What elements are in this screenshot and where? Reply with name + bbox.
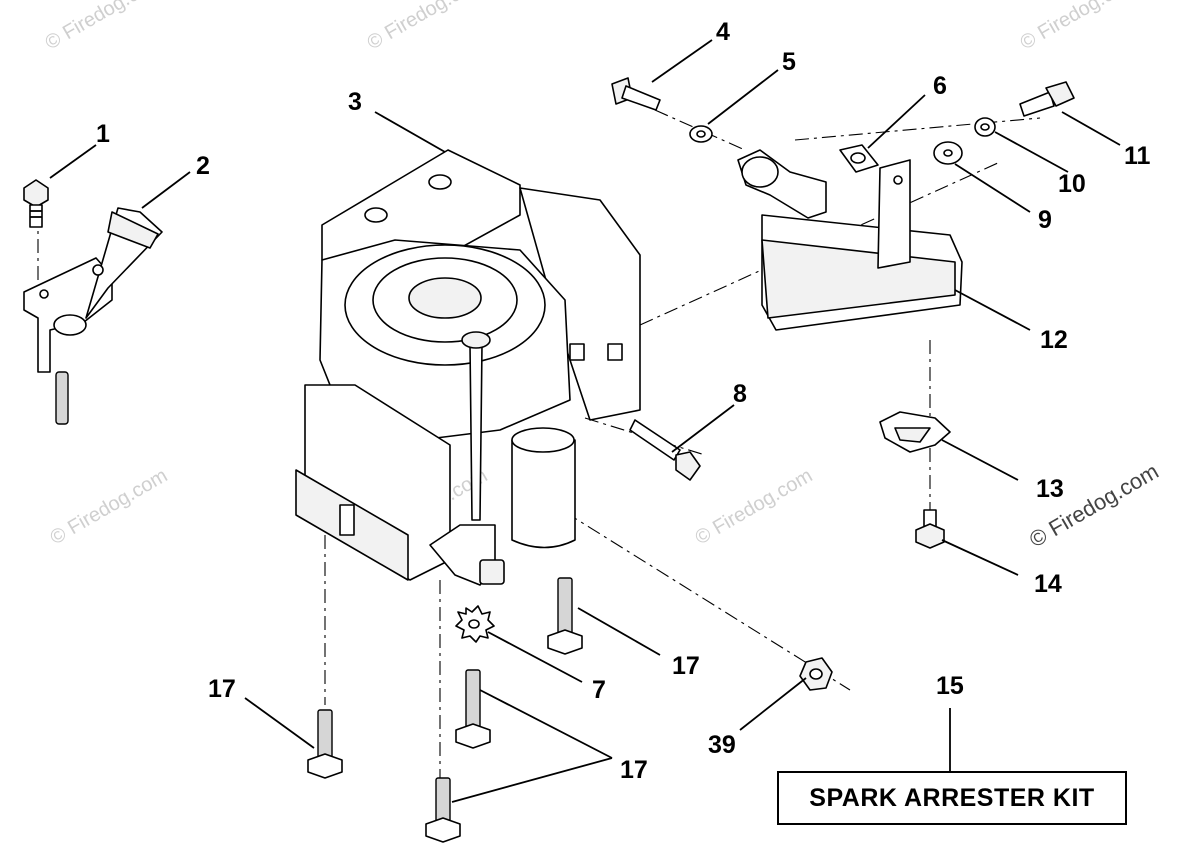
callout-6: 6	[933, 72, 947, 100]
engine-bolt-part	[547, 577, 583, 655]
callout-13: 13	[1036, 475, 1064, 503]
spark-arrester-part	[879, 411, 951, 453]
alignment-lines	[37, 109, 1041, 790]
callout-2: 2	[196, 152, 210, 180]
throttle-control-part	[23, 207, 163, 425]
watermark: © Firedog.com	[692, 465, 817, 550]
callout-5: 5	[782, 48, 796, 76]
callout-9: 9	[1038, 206, 1052, 234]
lock-washer-part	[689, 125, 713, 143]
callout-8: 8	[733, 380, 747, 408]
callout-17: 17	[672, 652, 700, 680]
screw-part	[915, 509, 945, 549]
callout-10: 10	[1058, 170, 1086, 198]
engine-bolt-part	[307, 709, 343, 779]
muffler-part	[737, 149, 963, 331]
watermark-corner: © Firedog.com	[1025, 458, 1163, 552]
star-washer-part	[455, 605, 495, 643]
callout-39: 39	[708, 731, 736, 759]
engine-bolt-part	[455, 669, 491, 749]
callout-15: 15	[936, 672, 964, 700]
callout-1: 1	[96, 120, 110, 148]
watermark: © Firedog.com	[42, 0, 167, 54]
callout-12: 12	[1040, 326, 1068, 354]
lock-washer-right-part	[974, 117, 996, 137]
flat-washer-part	[933, 141, 963, 165]
watermark: © Firedog.com	[364, 0, 489, 54]
engine-part	[295, 149, 641, 586]
engine-bolt-part	[425, 777, 461, 843]
callout-17: 17	[620, 756, 648, 784]
callout-7: 7	[592, 676, 606, 704]
watermark: © Firedog.com	[47, 465, 172, 550]
nut-part	[799, 657, 833, 691]
gasket-part	[839, 144, 879, 173]
spark-arrester-kit-label: SPARK ARRESTER KIT	[809, 783, 1095, 812]
callout-17: 17	[208, 675, 236, 703]
callout-labels: 1 2 3 4 5 6 7 8 9 10 11 12 13 14 15 17 1…	[96, 18, 1151, 784]
callout-4: 4	[716, 18, 730, 46]
spark-arrester-kit-box: SPARK ARRESTER KIT	[777, 771, 1127, 825]
leader-lines	[49, 39, 1121, 803]
watermark: © Firedog.com	[1017, 0, 1142, 54]
muffler-bolt-part	[611, 77, 661, 111]
bolt-right-part	[1019, 81, 1075, 117]
callout-14: 14	[1034, 570, 1062, 598]
throttle-bolt-part	[23, 179, 49, 228]
callout-3: 3	[348, 88, 362, 116]
callout-11: 11	[1124, 142, 1151, 170]
engine-mount-bolt-part	[629, 419, 701, 481]
